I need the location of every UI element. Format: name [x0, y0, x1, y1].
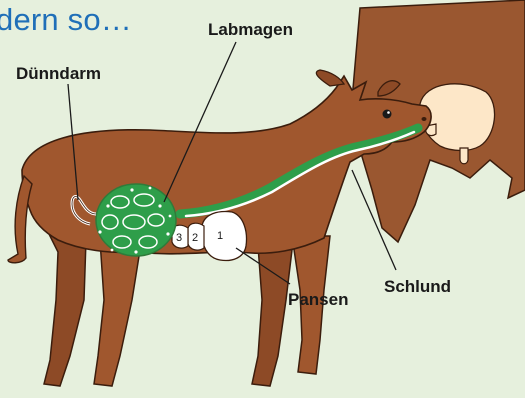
calf-ear	[316, 70, 344, 86]
stomach-number-1: 1	[217, 230, 223, 242]
udder-teat	[460, 148, 468, 164]
label-pansen: Pansen	[288, 290, 348, 310]
calf-back-leg-front	[94, 240, 140, 386]
pansen-chamber	[202, 212, 247, 261]
label-labmagen: Labmagen	[208, 20, 293, 40]
stomach-number-2: 2	[192, 232, 198, 244]
calf-front-leg-rear	[252, 246, 292, 386]
stomach-number-3: 3	[176, 232, 182, 244]
calf-eye	[383, 110, 392, 119]
calf-back-leg-rear	[44, 228, 86, 386]
calf-nostril	[422, 117, 427, 121]
calf-tail	[8, 176, 32, 263]
label-duenndarm: Dünndarm	[16, 64, 101, 84]
calf-eye-highlight	[387, 111, 390, 114]
label-schlund: Schlund	[384, 277, 451, 297]
